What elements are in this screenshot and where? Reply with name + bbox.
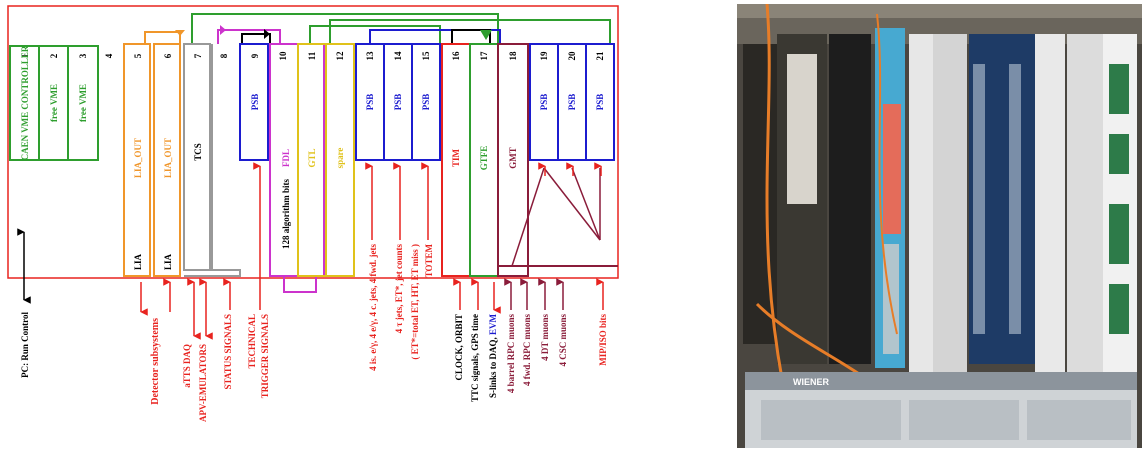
slot-number: 9	[250, 53, 260, 58]
run-control-label: PC: Run Control	[20, 312, 30, 378]
slot-number: 6	[163, 53, 173, 58]
technical-label: TECHNICAL	[247, 314, 257, 369]
slot-number: 14	[393, 51, 403, 61]
controller-label: CAEN VME CONTROLLER	[20, 45, 30, 160]
atts-daq-label: aTTS DAQ	[182, 344, 192, 388]
gtfe-label: GTFE	[479, 146, 489, 171]
tcs-label: TCS	[193, 143, 203, 161]
slot-number: 15	[421, 51, 431, 61]
slot-number: 21	[595, 51, 605, 61]
free-vme-label-1: free VME	[49, 84, 59, 122]
algorithm-bits-label: 128 algorithm bits	[281, 179, 291, 249]
psb-label-9: PSB	[250, 94, 260, 111]
jets-label-1: 4 is. e/γ, 4 e/γ, 4 c. jets, 4 fwd. jets	[368, 244, 378, 371]
csc-muons-label: 4 CSC muons	[558, 314, 568, 367]
psb-label-19: PSB	[539, 94, 549, 111]
free-vme-label-2: free VME	[78, 84, 88, 122]
interconnect-arrows	[175, 25, 492, 40]
evm-label: EVM	[488, 313, 498, 335]
clock-orbit-label: CLOCK, ORBIT	[454, 314, 464, 381]
jets-label-3: ( ET*=total ET, HT, ET miss )	[410, 244, 420, 360]
detector-subsystems-label: Detector subsystems	[150, 318, 161, 405]
ttc-signals-label: TTC signals, GPS time	[470, 314, 480, 402]
fdl-label: FDL	[281, 149, 291, 167]
slot-number: 16	[451, 51, 461, 61]
tcs-bus	[184, 270, 240, 276]
slinks-label: S-links to DAQ, EVM	[488, 313, 498, 398]
apv-emulators-label: APV-EMULATORS	[198, 344, 208, 422]
slot-number: 8	[219, 53, 229, 58]
trigger-signals-label: TRIGGER SIGNALS	[260, 314, 270, 398]
slot-number: 12	[335, 51, 345, 61]
lia-out-label-1: LIA_OUT	[133, 138, 143, 178]
crate-outline	[8, 6, 618, 278]
lia-label-1: LIA	[133, 254, 143, 271]
tim-label: TIM	[451, 148, 461, 167]
psb-label-21: PSB	[595, 94, 605, 111]
mip-iso-label: MIP/ISO bits	[598, 314, 608, 366]
psb-label-20: PSB	[567, 94, 577, 111]
slot-number: 11	[307, 51, 317, 60]
crate-photo: WIENER	[737, 4, 1142, 448]
barrel-rpc-label: 4 barrel RPC muons	[506, 314, 516, 394]
gtl-label: GTL	[307, 148, 317, 167]
fwd-rpc-label: 4 fwd. RPC muons	[522, 314, 532, 387]
slot-number: 17	[479, 51, 489, 61]
jets-label-2: 4 τ jets, ET*, jet counts	[394, 244, 404, 334]
status-signals-label: STATUS SIGNALS	[223, 314, 233, 389]
lia-out-label-2: LIA_OUT	[163, 138, 173, 178]
psb-label-15: PSB	[421, 94, 431, 111]
psb-label-14: PSB	[393, 94, 403, 111]
psb-fan-lines	[512, 168, 600, 266]
slot-number: 2	[49, 53, 59, 58]
interconnect-lines	[145, 14, 610, 44]
gmt-label: GMT	[508, 147, 518, 169]
spare-label: spare	[335, 148, 345, 169]
slot-number: 13	[365, 51, 375, 61]
dt-muons-label: 4 DT muons	[540, 314, 550, 361]
totem-label: TOTEM	[424, 243, 434, 277]
psb-label-13: PSB	[365, 94, 375, 111]
slot-number: 3	[78, 53, 88, 58]
slot-number: 4	[104, 53, 114, 58]
slot-number: 19	[539, 51, 549, 61]
slot-number: 5	[133, 53, 143, 58]
slot-number: 18	[508, 51, 518, 61]
slot-number: 20	[567, 51, 577, 61]
slot-number: 10	[278, 51, 288, 61]
slot-number: 7	[193, 53, 203, 58]
lia-label-2: LIA	[163, 254, 173, 271]
crate-brand-label: WIENER	[793, 377, 830, 387]
